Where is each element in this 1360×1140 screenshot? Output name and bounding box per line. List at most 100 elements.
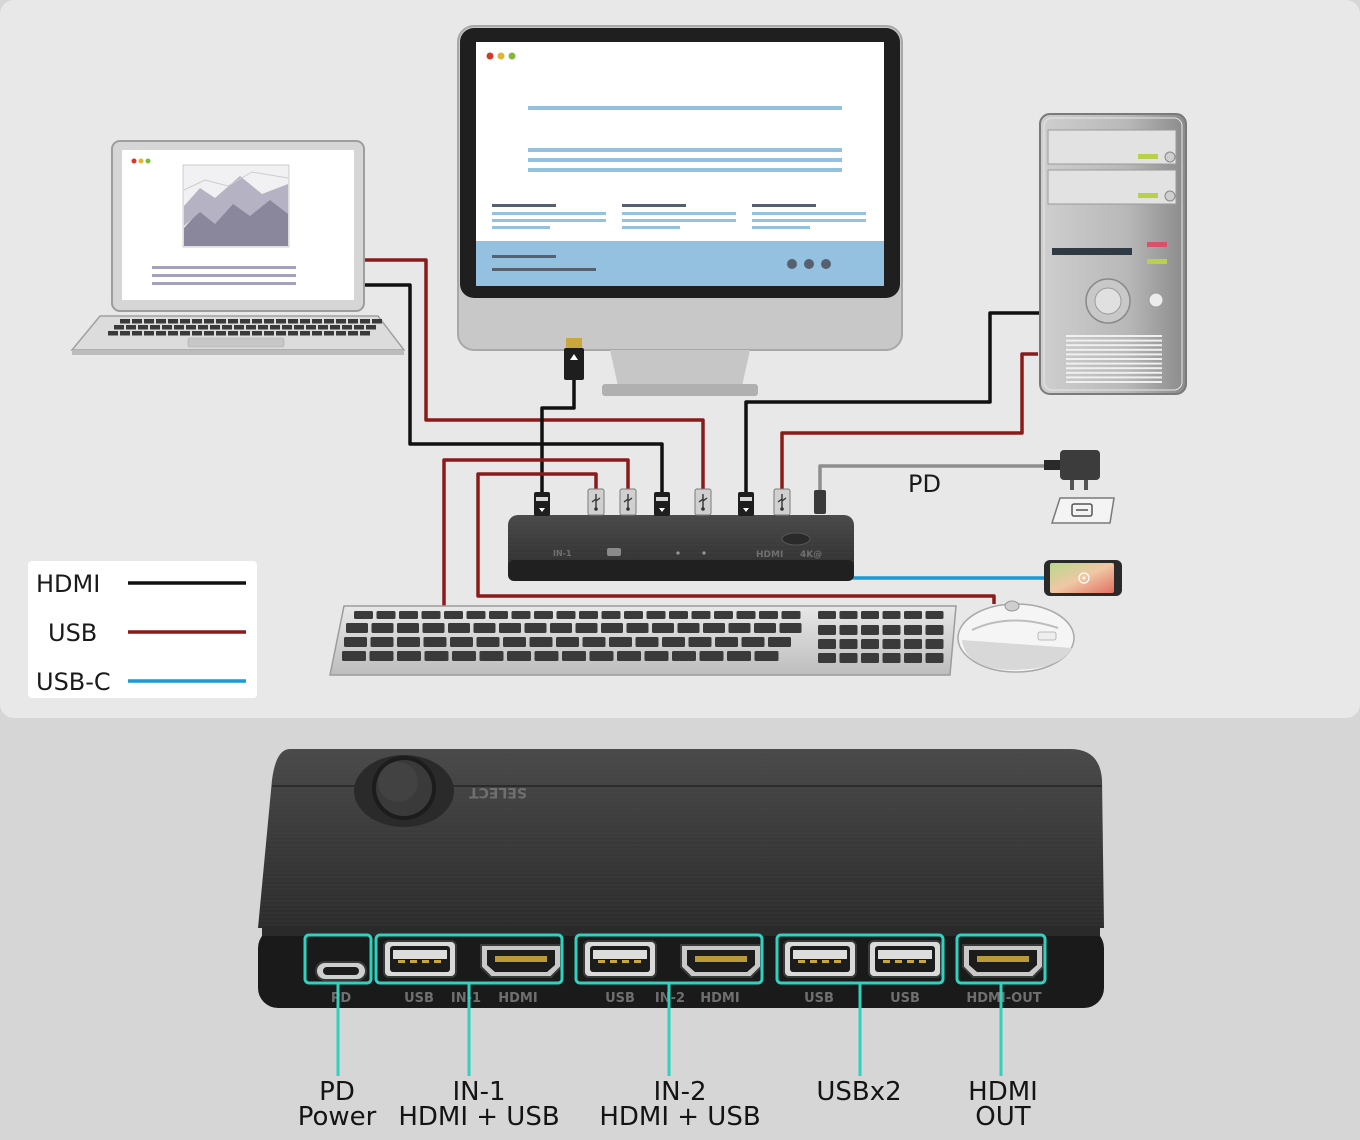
keyboard-key (715, 637, 738, 647)
laptop-key (120, 319, 130, 324)
numpad-key (818, 653, 836, 663)
laptop-key (156, 319, 166, 324)
laptop-key (306, 325, 316, 330)
keyboard-key (579, 611, 598, 619)
laptop-key (132, 331, 142, 336)
keyboard-keys (342, 611, 944, 663)
kvm-switch-top: IN-1 HDMI 4K@ (508, 515, 854, 581)
numpad-key (861, 639, 879, 649)
keyboard-key (524, 623, 547, 633)
keyboard-key (529, 637, 553, 647)
laptop-key (300, 331, 310, 336)
port-etching-8: USB (890, 991, 920, 1006)
usb-port-1[interactable] (783, 940, 857, 978)
laptop-key (228, 331, 238, 336)
keyboard-key (601, 623, 623, 633)
laptop-key (180, 319, 190, 324)
laptop-key (348, 331, 358, 336)
keyboard-key (452, 651, 476, 661)
cable-desktop-usb (780, 352, 1038, 495)
numpad-key (818, 625, 836, 635)
in1-hdmi-port[interactable] (480, 944, 562, 978)
laptop-key (120, 331, 130, 336)
keyboard-key (677, 623, 700, 633)
cable-mouse-usb (476, 472, 996, 604)
laptop-key (282, 325, 292, 330)
switch-front-hdmi-mark: HDMI (756, 550, 783, 560)
port-etching-3: HDMI (498, 991, 537, 1006)
legend-label-1: USB (48, 619, 97, 647)
laptop-key (150, 325, 160, 330)
keyboard-key (562, 651, 586, 661)
laptop-key (366, 325, 376, 330)
keyboard-key (424, 651, 449, 661)
laptop-key (174, 325, 184, 330)
laptop-key (144, 331, 154, 336)
laptop-key (354, 325, 364, 330)
keyboard-key (369, 651, 394, 661)
in2-hdmi-port[interactable] (680, 944, 762, 978)
vent-slot (1066, 371, 1162, 374)
laptop (70, 140, 406, 355)
keyboard-key (759, 611, 778, 619)
keyboard-key (423, 637, 447, 647)
vent-slot (1066, 362, 1162, 365)
connector-pd-7 (814, 490, 826, 514)
pd-usbc-port[interactable] (315, 961, 367, 981)
laptop-key (132, 319, 142, 324)
vent-slot (1066, 376, 1162, 379)
laptop-key (252, 319, 262, 324)
connector-usb-6 (773, 488, 791, 516)
keyboard-key (466, 611, 486, 619)
keyboard-key (473, 623, 496, 633)
in1-usb-port[interactable] (383, 940, 457, 978)
laptop-key (204, 319, 214, 324)
port-etching-9: HDMI-OUT (966, 991, 1041, 1006)
laptop-key (138, 325, 148, 330)
vent-slot (1066, 335, 1162, 337)
keyboard-key (754, 623, 776, 633)
hdmi-out-port[interactable] (962, 944, 1044, 978)
keyboard-key (444, 611, 463, 619)
keyboard-key (370, 637, 394, 647)
laptop-key (168, 319, 178, 324)
keyboard-key (550, 623, 572, 633)
keyboard-key (376, 611, 396, 619)
laptop-key (330, 325, 340, 330)
vent-slot (1066, 339, 1162, 342)
in2-usb-port[interactable] (583, 940, 657, 978)
numpad-key (839, 625, 858, 635)
mouse (957, 600, 1075, 673)
keyboard-key (768, 637, 791, 647)
keyboard-key (371, 623, 394, 633)
keyboard-key (779, 623, 802, 633)
keyboard-key (499, 623, 521, 633)
keyboard-key (754, 651, 779, 661)
keyboard-key (397, 651, 421, 661)
laptop-key (234, 325, 244, 330)
laptop-key (192, 331, 202, 336)
keyboard-key (736, 611, 756, 619)
laptop-key (342, 325, 352, 330)
laptop-key (300, 319, 310, 324)
laptop-key (360, 331, 370, 336)
keyboard-key (727, 651, 751, 661)
numpad-key (861, 625, 879, 635)
smartphone (1044, 560, 1122, 596)
keyboard-key (556, 637, 579, 647)
keyboard-key (507, 651, 531, 661)
numpad-key (904, 625, 922, 635)
keyboard-key (346, 623, 368, 633)
callout-line2-2: HDMI + USB (599, 1102, 760, 1132)
numpad-key (925, 639, 944, 649)
keyboard-key (421, 611, 441, 619)
keyboard-key (741, 637, 765, 647)
keyboard-key (575, 623, 598, 633)
usb-port-2[interactable] (868, 940, 942, 978)
numpad-key (861, 611, 879, 619)
laptop-key (312, 319, 322, 324)
laptop-key (288, 331, 298, 336)
vent-slot (1066, 358, 1162, 360)
